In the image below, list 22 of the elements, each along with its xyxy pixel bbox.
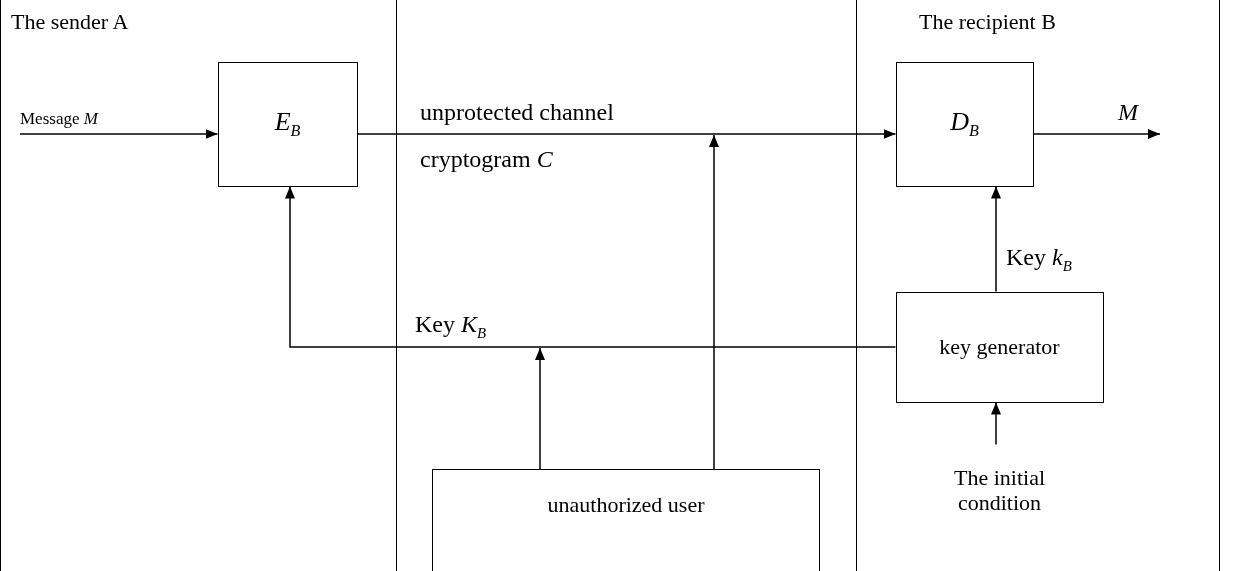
node-label: E$_{B}$ [274, 107, 301, 141]
arrow [1032, 129, 1161, 139]
node-label: The sender A [11, 9, 129, 35]
arrow [356, 129, 897, 139]
node-label: The recipient B [919, 9, 1056, 35]
edge-label: Message M [20, 110, 98, 129]
arrow [991, 401, 1001, 446]
node-label: key generator [938, 334, 1061, 360]
initial-condition-text: The initial condition [953, 464, 1046, 515]
arrow [991, 185, 1001, 293]
sender-panel [0, 0, 397, 571]
arrow [709, 134, 719, 470]
node-label: unauthorized user [546, 492, 706, 518]
arrow [19, 129, 219, 139]
decryption-box [895, 61, 1034, 187]
encryption-box [217, 61, 358, 187]
arrow [285, 185, 897, 348]
key-generator-box [895, 291, 1104, 403]
recipient-panel [856, 0, 1220, 571]
arrow [535, 347, 545, 470]
node-label: D$_{B}$ [950, 107, 979, 141]
unauthorized-user-box [432, 469, 820, 571]
